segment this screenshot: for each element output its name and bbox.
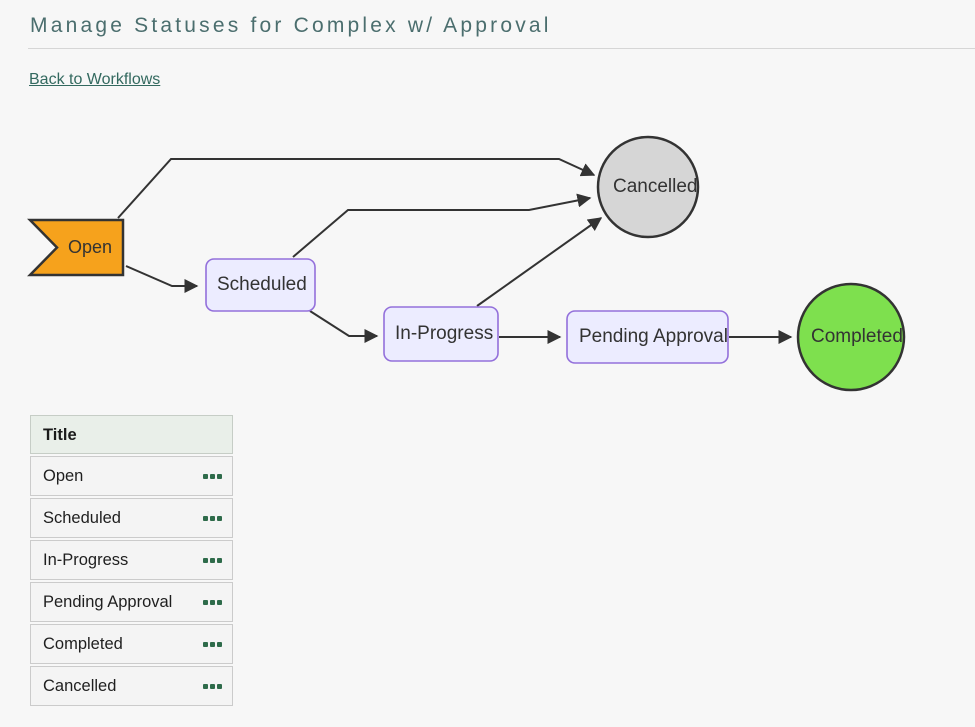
node-open-label: Open <box>67 237 113 257</box>
node-completed-label: Completed <box>811 326 903 347</box>
row-title: Cancelled <box>43 677 117 695</box>
table-row-inprogress[interactable]: In-Progress <box>30 540 233 580</box>
edge-inprogress-cancelled <box>476 217 603 307</box>
node-cancelled-label: Cancelled <box>613 176 698 197</box>
node-scheduled-shape <box>205 258 316 312</box>
node-pending-label: Pending Approval <box>579 326 728 347</box>
table-row-pending-approval[interactable]: Pending Approval <box>30 582 233 622</box>
node-open-shape <box>27 218 125 277</box>
row-menu-icon[interactable] <box>203 554 222 567</box>
node-inprogress-shape <box>383 306 499 362</box>
table-row-completed[interactable]: Completed <box>30 624 233 664</box>
row-title: In-Progress <box>43 551 129 569</box>
table-row-cancelled[interactable]: Cancelled <box>30 666 233 706</box>
edge-scheduled-inprogress <box>309 310 379 343</box>
node-cancelled-shape <box>596 135 700 239</box>
row-title: Pending Approval <box>43 593 173 611</box>
row-menu-icon[interactable] <box>203 596 222 609</box>
node-pending-shape <box>566 310 729 364</box>
node-inprogress-label: In-Progress <box>395 323 494 344</box>
row-menu-icon[interactable] <box>203 470 222 483</box>
page-header: Manage Statuses for Complex w/ Approval <box>0 0 975 49</box>
node-scheduled-label: Scheduled <box>217 274 307 295</box>
edge-open-cancelled <box>117 158 596 219</box>
row-title: Open <box>43 467 84 485</box>
title-divider <box>28 48 975 49</box>
table-row-scheduled[interactable]: Scheduled <box>30 498 233 538</box>
table-row-open[interactable]: Open <box>30 456 233 496</box>
node-completed-shape <box>796 282 906 392</box>
row-title: Completed <box>43 635 123 653</box>
status-table: Title Open Scheduled In-Progress Pending… <box>30 415 233 706</box>
edge-open-scheduled <box>125 265 199 293</box>
row-menu-icon[interactable] <box>203 680 222 693</box>
row-menu-icon[interactable] <box>203 638 222 651</box>
page-title: Manage Statuses for Complex w/ Approval <box>30 14 552 37</box>
row-menu-icon[interactable] <box>203 512 222 525</box>
edge-scheduled-cancelled <box>292 193 592 258</box>
row-title: Scheduled <box>43 509 121 527</box>
status-table-header: Title <box>30 415 233 454</box>
back-to-workflows-link[interactable]: Back to Workflows <box>29 71 161 88</box>
